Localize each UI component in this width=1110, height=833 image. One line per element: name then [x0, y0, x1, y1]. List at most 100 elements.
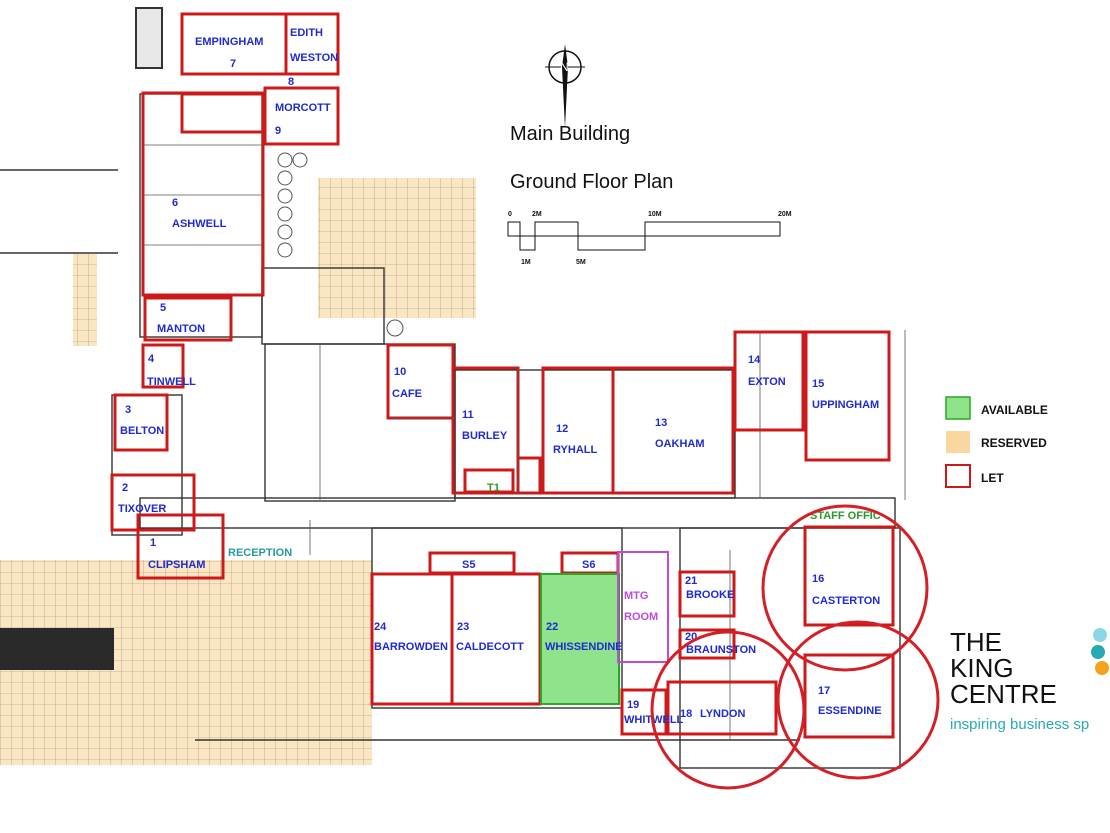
room-ryhall[interactable]	[541, 366, 615, 495]
room-lyndon[interactable]	[666, 680, 778, 736]
svg-text:N: N	[560, 60, 569, 74]
room-caldecott[interactable]	[450, 572, 542, 706]
room-exton[interactable]	[733, 330, 805, 432]
num-whissendine: 22	[546, 621, 558, 633]
room-clipsham[interactable]	[136, 513, 225, 580]
legend-available-label: AVAILABLE	[981, 403, 1048, 417]
label-cafe: CAFE	[392, 388, 422, 400]
room-uppingham[interactable]	[804, 330, 891, 462]
room-s5[interactable]	[428, 551, 516, 575]
num-casterton: 16	[812, 573, 824, 585]
label-t1: T1	[487, 482, 500, 494]
label-ryhall: RYHALL	[553, 444, 597, 456]
label-morcott: MORCOTT	[275, 102, 331, 114]
scale-label-20m: 20M	[778, 211, 792, 218]
label-lyndon: LYNDON	[700, 708, 745, 720]
legend-let-label: LET	[981, 471, 1004, 485]
label-burley: BURLEY	[462, 430, 508, 442]
room-oakham[interactable]	[611, 366, 735, 495]
scale-label-2m: 2M	[532, 211, 542, 218]
label-exton: EXTON	[748, 376, 786, 388]
room-tixover[interactable]	[110, 473, 196, 532]
label-barrowden: BARROWDEN	[374, 641, 448, 653]
logo-line-2: KING	[950, 653, 1014, 683]
num-uppingham: 15	[812, 378, 824, 390]
num-morcott: 9	[275, 125, 281, 137]
label-whissendine: WHISSENDINE	[545, 641, 623, 653]
room-belton[interactable]	[113, 393, 169, 452]
label-empingham: EMPINGHAM	[195, 36, 263, 48]
label-clipsham: CLIPSHAM	[148, 559, 205, 571]
scale-bar: 0 2M 10M 20M 1M 5M	[507, 211, 792, 266]
num-manton: 5	[160, 302, 166, 314]
scale-label-0: 0	[508, 211, 512, 218]
label-oakham: OAKHAM	[655, 438, 705, 450]
left-grid-strip	[73, 254, 97, 346]
label-brooke: BROOKE	[686, 589, 734, 601]
label-staff-office: STAFF OFFIC	[810, 510, 881, 522]
room-barrowden[interactable]	[370, 572, 454, 706]
num-clipsham: 1	[150, 537, 156, 549]
room-tinwell[interactable]	[141, 343, 185, 389]
num-tixover: 2	[122, 482, 128, 494]
room-brooke[interactable]	[678, 570, 736, 618]
num-burley: 11	[462, 409, 474, 421]
num-belton: 3	[125, 404, 131, 416]
label-essendine: ESSENDINE	[818, 705, 882, 717]
room-ashwell[interactable]	[141, 91, 265, 297]
num-oakham: 13	[655, 417, 667, 429]
label-caldecott: CALDECOTT	[456, 641, 524, 653]
room-manton[interactable]	[143, 296, 233, 342]
dark-block	[0, 628, 114, 670]
logo-line-1: THE	[950, 627, 1002, 657]
legend-reserved-label: RESERVED	[981, 436, 1047, 450]
north-arrow-icon: N	[545, 44, 585, 128]
scale-sub-1m: 1M	[521, 259, 531, 266]
label-s5: S5	[462, 559, 475, 571]
room-casterton[interactable]	[803, 525, 895, 627]
room-mtg[interactable]	[617, 551, 669, 663]
label-mtg: MTG	[624, 590, 648, 602]
scale-label-10m: 10M	[648, 211, 662, 218]
logo-tagline: inspiring business sp	[950, 716, 1089, 733]
num-ashwell: 6	[172, 197, 178, 209]
logo-dot-3	[1095, 661, 1109, 675]
num-ryhall: 12	[556, 423, 568, 435]
num-whitwell: 19	[627, 699, 639, 711]
logo-line-3: CENTRE	[950, 679, 1057, 709]
circle-essendine	[776, 620, 940, 780]
label-room: ROOM	[624, 611, 658, 623]
room-whissendine[interactable]	[540, 573, 620, 705]
label-manton: MANTON	[157, 323, 205, 335]
legend-let-swatch	[945, 464, 971, 488]
num-barrowden: 24	[374, 621, 387, 633]
trees	[277, 152, 404, 337]
room-edith-weston[interactable]	[284, 12, 340, 76]
dark-stair-top	[135, 7, 163, 69]
room-essendine[interactable]	[803, 653, 895, 739]
num-brooke: 21	[685, 575, 697, 587]
logo-dot-1	[1093, 628, 1107, 642]
room-labels: EMPINGHAM 7 EDITH WESTON 8 MORCOTT 9 6 A…	[118, 27, 882, 726]
num-empingham: 7	[230, 58, 236, 70]
num-lyndon: 18	[680, 708, 692, 720]
legend-available-swatch	[945, 396, 971, 420]
circle-casterton	[761, 504, 929, 672]
room-whitwell[interactable]	[620, 688, 668, 736]
label-tinwell: TINWELL	[147, 376, 196, 388]
room-cafe[interactable]	[386, 343, 455, 420]
room-braunston[interactable]	[678, 628, 736, 660]
label-s6: S6	[582, 559, 595, 571]
num-cafe: 10	[394, 366, 406, 378]
label-ashwell: ASHWELL	[172, 218, 227, 230]
king-centre-logo: THE KING CENTRE inspiring business sp	[950, 627, 1109, 733]
num-exton: 14	[748, 354, 761, 366]
label-weston: WESTON	[290, 52, 338, 64]
label-uppingham: UPPINGHAM	[812, 399, 879, 411]
num-caldecott: 23	[457, 621, 469, 633]
label-casterton: CASTERTON	[812, 595, 880, 607]
title-building: Main Building	[510, 123, 630, 145]
legend-reserved-swatch	[946, 431, 970, 453]
circle-lyndon	[650, 630, 806, 790]
